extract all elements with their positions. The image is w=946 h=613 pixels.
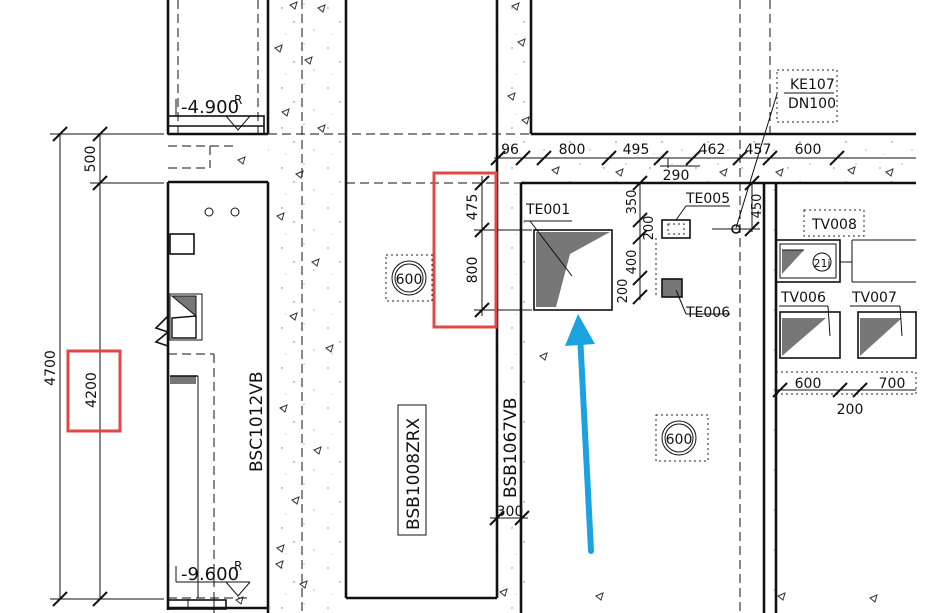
tv007-label: TV007 <box>851 290 897 306</box>
dimension-left: 4700 500 4200 <box>43 126 164 607</box>
elevation-bottom-suffix: R <box>234 559 242 573</box>
ke107-size: DN100 <box>788 96 836 112</box>
wall-outlines <box>166 0 916 613</box>
dimension-bottom: 300 <box>489 504 530 526</box>
dim-top-600: 600 <box>795 142 822 158</box>
dim-top-96: 96 <box>501 142 519 158</box>
dim-v-400: 400 <box>625 250 640 275</box>
callout-ke107: KE107 DN100 <box>712 69 838 234</box>
dim-left-total: 4700 <box>43 350 59 386</box>
te005-label: TE005 <box>685 191 730 207</box>
dim-v-800: 800 <box>465 257 481 284</box>
opening-right: 600 <box>655 414 709 462</box>
equipment-te001: TE001 <box>524 202 613 311</box>
te001-label: TE001 <box>525 202 570 218</box>
hatch-triangles <box>235 1 894 605</box>
wall-label-right: BSB1067VB <box>501 398 521 498</box>
elevation-marker-top: -4.900 R <box>175 93 251 131</box>
dim-left-500: 500 <box>83 146 99 173</box>
ke107-tag: KE107 <box>790 77 835 93</box>
dashed-lines <box>168 0 771 613</box>
highlight-box-4200 <box>66 349 122 433</box>
tv008-label: TV008 <box>811 217 857 233</box>
elevation-top-suffix: R <box>234 93 242 107</box>
tv006-label: TV006 <box>780 290 826 306</box>
equipment-te006: TE006 <box>661 278 730 321</box>
dim-top-462: 462 <box>699 142 726 158</box>
wall-label-left: BSC1012VB <box>247 371 267 472</box>
dimension-te-vertical: 350 200 400 200 450 <box>616 175 765 305</box>
opening-mid: 600 <box>385 254 433 302</box>
dim-top-495: 495 <box>623 142 650 158</box>
dim-v-475: 475 <box>465 194 481 221</box>
dim-r-600: 600 <box>795 376 822 392</box>
concrete-hatch <box>268 0 916 613</box>
te006-label: TE006 <box>685 305 730 321</box>
elevation-bottom-label: -9.600 <box>181 564 239 585</box>
dim-top-457: 457 <box>745 142 772 158</box>
opening-right-label: 600 <box>666 432 693 448</box>
dim-b-300: 300 <box>497 504 524 520</box>
dimension-right: 600 700 200 <box>772 371 917 418</box>
tv008-mark: 21j <box>813 257 830 270</box>
left-wall-details <box>154 115 265 610</box>
dim-v-200b: 200 <box>616 279 631 304</box>
dimension-top: 96 800 495 290 462 457 600 <box>490 142 916 184</box>
equipment-tv006: TV006 <box>779 290 841 359</box>
dim-top-290: 290 <box>663 168 690 184</box>
opening-mid-label: 600 <box>396 272 423 288</box>
dim-left-4200: 4200 <box>84 372 100 408</box>
highlight-box-wall-dims <box>432 171 498 329</box>
dim-top-800: 800 <box>559 142 586 158</box>
equipment-tv008: TV008 21j <box>775 209 916 283</box>
wall-label-mid: BSB1008ZRX <box>404 417 424 530</box>
dim-v-450: 450 <box>750 194 765 219</box>
equipment-te005: TE005 <box>661 191 730 239</box>
dimension-wall-vertical: 475 800 <box>465 175 532 318</box>
dim-v-350: 350 <box>625 190 640 215</box>
dim-r-200: 200 <box>837 402 864 418</box>
dim-r-700: 700 <box>879 376 906 392</box>
elevation-top-label: -4.900 <box>181 97 239 118</box>
equipment-tv007: TV007 <box>850 290 917 359</box>
dim-v-200a: 200 <box>642 216 657 241</box>
elevation-marker-bottom: -9.600 R <box>175 559 251 597</box>
wall-label-mid-box <box>397 404 427 536</box>
blue-arrow <box>565 314 595 554</box>
